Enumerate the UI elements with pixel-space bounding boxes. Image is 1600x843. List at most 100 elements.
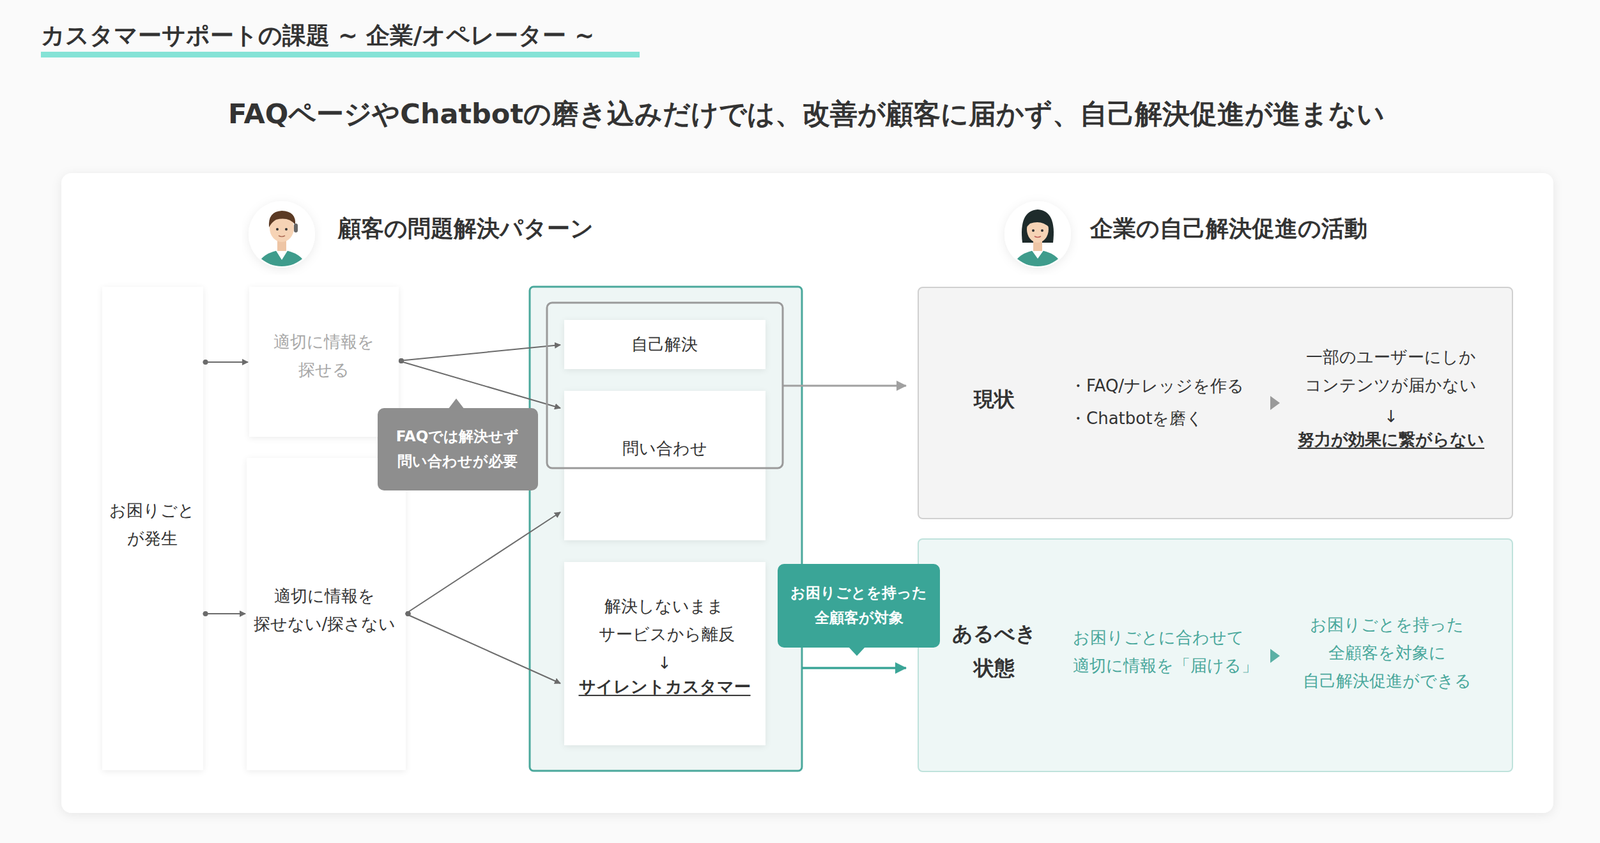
- text: FAQでは解決せず 問い合わせが必要: [392, 424, 523, 475]
- connector-line: [782, 385, 907, 388]
- avatar-hair-back: [1021, 209, 1054, 243]
- avatar-hair: [269, 210, 296, 228]
- connector-line: [203, 613, 246, 615]
- text: 解決しないまま サービスから離反: [598, 592, 730, 649]
- text-slot: 問い合わせ: [622, 434, 708, 463]
- text-slot: お困りごとを持った 全顧客を対象に 自己解決促進ができる: [1297, 610, 1478, 696]
- connector: [203, 611, 246, 617]
- text-slot: ↓: [657, 649, 672, 678]
- text: お困りごとを持った 全顧客を対象に 自己解決促進ができる: [1297, 610, 1478, 696]
- outcome-box: 問い合わせ: [564, 391, 766, 541]
- connector: [203, 359, 248, 365]
- text: 努力が効果に繋がらない: [1297, 425, 1485, 454]
- goal-panel: あるべき 状態お困りごとに合わせて 適切に情報を「届ける」お困りごとを持った 全…: [917, 538, 1514, 773]
- connector-dot: [203, 611, 209, 617]
- text: ・Chatbotを磨く: [1069, 404, 1204, 433]
- text: 顧客の問題解決パターン: [338, 208, 594, 248]
- main-panel: [61, 173, 1554, 814]
- customer-avatar: [248, 201, 316, 274]
- avatar-headset: [293, 223, 298, 233]
- text: お困りごとを持った 全顧客が対象: [787, 580, 930, 631]
- flow-triangle: [1270, 649, 1280, 664]
- connector-line: [203, 361, 248, 363]
- avatar-eye: [276, 228, 279, 231]
- avatar-eye: [284, 228, 288, 231]
- text-slot: 企業の自己解決促進の活動: [1090, 208, 1368, 248]
- text: 自己解決: [631, 330, 698, 359]
- connector-dot: [203, 359, 209, 365]
- text-slot: ・Chatbotを磨く: [1069, 404, 1204, 433]
- connector: [405, 611, 561, 684]
- text: ↓: [657, 649, 672, 678]
- text: 一部のユーザーにしか コンテンツが届かない: [1301, 343, 1482, 400]
- pattern-box: 適切に情報を 探せない/探さない: [246, 458, 406, 771]
- start-box: お困りごと が発生: [102, 286, 204, 771]
- text: お困りごとに合わせて 適切に情報を「届ける」: [1072, 623, 1266, 680]
- text-slot: FAQでは解決せず 問い合わせが必要: [392, 424, 523, 475]
- text: 企業の自己解決促進の活動: [1090, 208, 1368, 248]
- group-outline: [546, 302, 783, 469]
- text: 適切に情報を 探せない/探さない: [249, 582, 401, 639]
- connector: [398, 358, 561, 409]
- text-slot: ↓: [1384, 402, 1399, 431]
- callout-box: FAQでは解決せず 問い合わせが必要: [377, 408, 539, 491]
- title-underline: [40, 51, 640, 58]
- connector: [405, 512, 561, 617]
- connector-line: [398, 345, 561, 362]
- connector: [782, 385, 907, 387]
- connector-dot: [398, 358, 404, 364]
- callout-tail: [447, 398, 465, 410]
- callout-box: お困りごとを持った 全顧客が対象: [777, 564, 940, 648]
- text: お困りごと が発生: [105, 496, 199, 553]
- text-slot: お困りごとを持った 全顧客が対象: [787, 580, 930, 631]
- text: FAQページやChatbotの磨き込みだけでは、改善が顧客に届かず、自己解決促進…: [228, 90, 1385, 138]
- text: 適切に情報を 探せる: [267, 327, 381, 385]
- connector-line: [398, 361, 561, 409]
- text-slot: 現状: [973, 382, 1015, 417]
- avatar-circle: [248, 201, 316, 268]
- flow-triangle: [1270, 396, 1280, 411]
- text-slot: お困りごと が発生: [105, 496, 199, 553]
- outcome-box: 解決しないまま サービスから離反↓サイレントカスタマー: [564, 562, 766, 746]
- connector: [801, 668, 907, 670]
- status-panel: 現状 ・FAQ/ナレッジを作る・Chatbotを磨く 一部のユーザーにしか コンテン…: [917, 286, 1514, 520]
- avatar-fringe: [1026, 214, 1050, 228]
- avatar-collar: [275, 249, 289, 261]
- text-slot: 自己解決: [631, 330, 698, 359]
- text: カスタマーサポートの課題 ~ 企業/オペレーター ~: [40, 15, 595, 57]
- avatar-mouth: [278, 235, 285, 238]
- avatar-eye: [1031, 229, 1035, 232]
- text-slot: カスタマーサポートの課題 ~ 企業/オペレーター ~: [40, 15, 595, 57]
- text-slot: 努力が効果に繋がらない: [1297, 425, 1485, 454]
- avatar-shirt: [254, 249, 309, 274]
- text-slot: お困りごとに合わせて 適切に情報を「届ける」: [1072, 623, 1266, 680]
- text-slot: 解決しないまま サービスから離反: [598, 592, 730, 649]
- text-slot: 顧客の問題解決パターン: [338, 208, 594, 248]
- text-slot: FAQページやChatbotの磨き込みだけでは、改善が顧客に届かず、自己解決促進…: [228, 90, 1385, 138]
- connector-dot: [405, 611, 411, 617]
- connector-dot: [405, 611, 411, 617]
- connector-line: [405, 512, 561, 615]
- pattern-box: 適切に情報を 探せる: [249, 286, 399, 438]
- text: あるべき 状態: [946, 616, 1041, 687]
- text-slot: ・FAQ/ナレッジを作る: [1069, 371, 1245, 400]
- avatar-collar: [1031, 249, 1045, 259]
- text-slot: サイレントカスタマー: [578, 672, 751, 701]
- text-slot: 適切に情報を 探せない/探さない: [249, 582, 401, 639]
- outcome-box: 自己解決: [564, 320, 766, 370]
- avatar-shirt: [1010, 249, 1065, 274]
- callout-tail: [847, 646, 866, 657]
- text: ↓: [1384, 402, 1399, 431]
- operator-avatar: [1004, 201, 1071, 274]
- text: ・FAQ/ナレッジを作る: [1069, 371, 1245, 400]
- text-slot: あるべき 状態: [946, 616, 1041, 687]
- connector-dot: [398, 358, 404, 364]
- avatar-mouth: [1034, 236, 1041, 238]
- avatar-eye: [1040, 229, 1044, 232]
- text-slot: 適切に情報を 探せる: [267, 327, 381, 385]
